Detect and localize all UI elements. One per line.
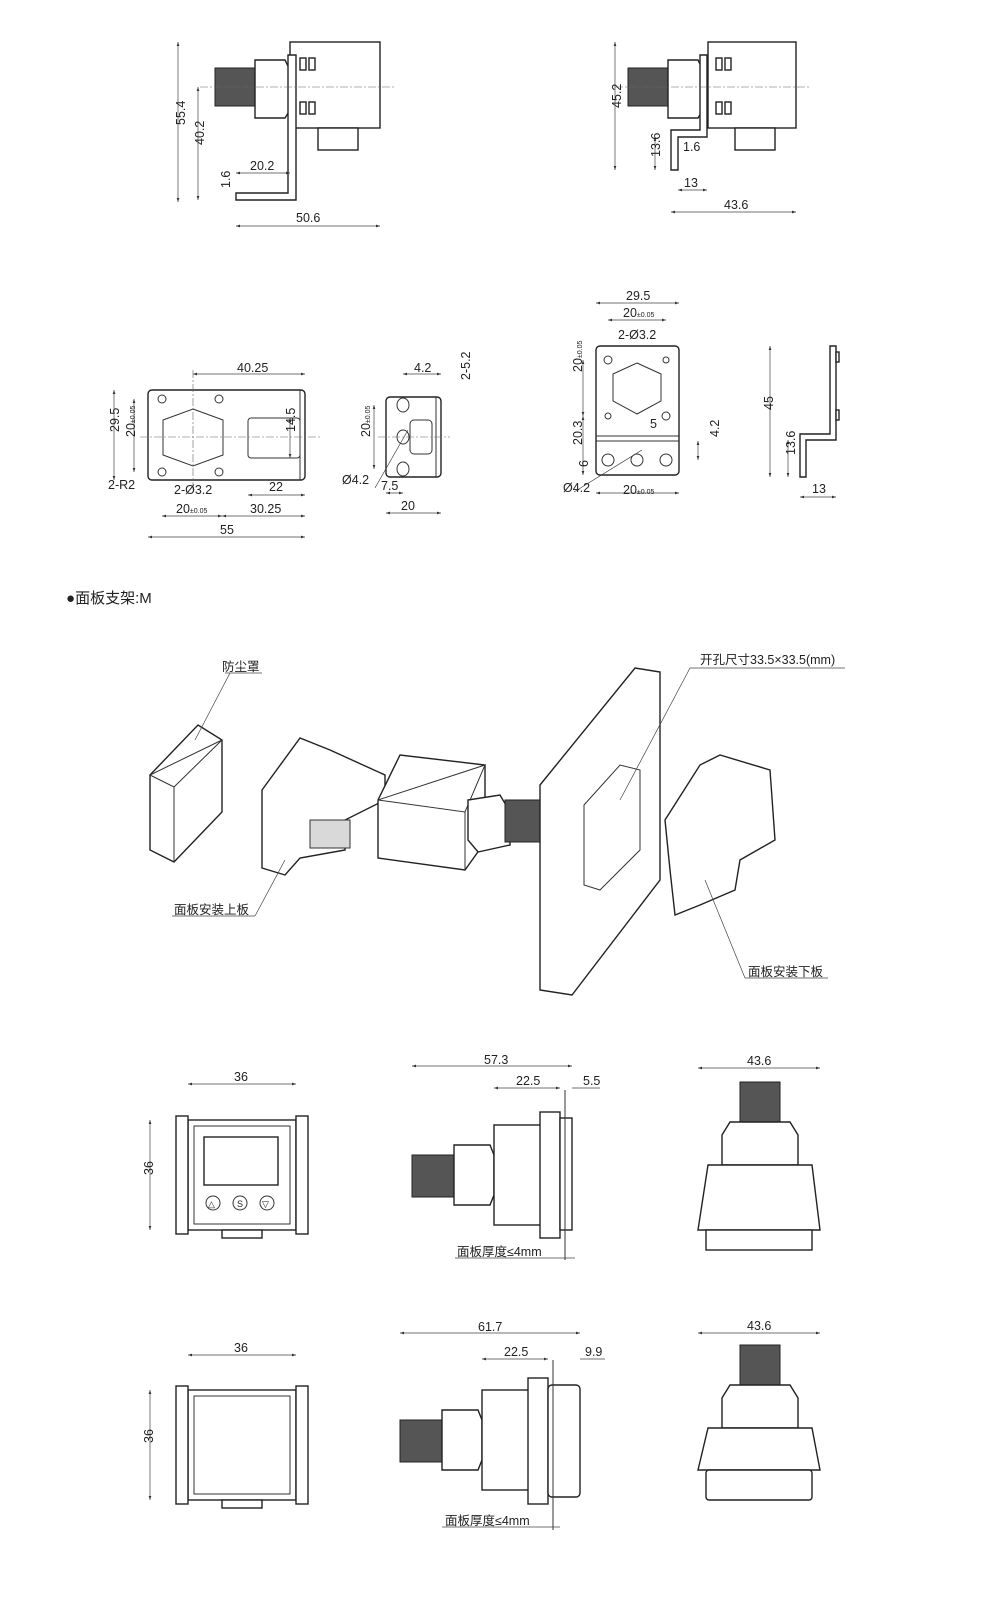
side-view-bracket-l: 55.4 40.2 20.2 1.6 50.6	[174, 41, 395, 228]
dim-20-tol-v: 20±0.05	[571, 341, 585, 372]
label-2-hole-3-2: 2-Ø3.2	[618, 328, 656, 342]
dim-1-6: 1.6	[219, 171, 233, 188]
dim-20-2: 20.2	[250, 159, 274, 173]
dim-30-25: 30.25	[250, 502, 281, 516]
dim-5-5: 5.5	[583, 1074, 600, 1088]
dim-20-tol-h: 20±0.05	[176, 502, 207, 516]
side-view-bracket-z: 45.2 13.6 1.6 13 43.6	[610, 41, 810, 214]
dim-36-w: 36	[234, 1341, 248, 1355]
label-2-hole-3-2: 2-Ø3.2	[174, 483, 212, 497]
dim-20-tol: 20±0.05	[359, 406, 373, 437]
dim-36-h: 36	[142, 1161, 156, 1175]
dim-20: 20	[401, 499, 415, 513]
row2-front-view: 36 36	[142, 1341, 309, 1509]
bracket-side-view: 4.2 2-5.2 20±0.05 Ø4.2 7.5 20	[342, 351, 473, 515]
label-dust-cover: 防尘罩	[222, 659, 260, 674]
dim-20-3: 20.3	[571, 421, 585, 445]
dim-22-5: 22.5	[516, 1074, 540, 1088]
dim-22-5: 22.5	[504, 1345, 528, 1359]
section-title: ●面板支架:M	[66, 589, 152, 607]
dim-1-6: 1.6	[683, 140, 700, 154]
exploded-assembly: 防尘罩 开孔尺寸33.5×33.5(mm) 面板安装上板 面板安装下板	[148, 653, 845, 996]
down-button-icon: ▽	[262, 1199, 269, 1209]
label-upper-plate: 面板安装上板	[174, 902, 250, 917]
label-2-r2: 2-R2	[108, 478, 135, 492]
dim-14-5: 14.5	[284, 408, 298, 432]
label-hole-4-2: Ø4.2	[342, 473, 369, 487]
label-cutout-size: 开孔尺寸33.5×33.5(mm)	[700, 653, 835, 667]
dim-36-w: 36	[234, 1070, 248, 1084]
dim-36-h: 36	[142, 1429, 156, 1443]
up-button-icon: △	[208, 1199, 215, 1209]
dim-61-7: 61.7	[478, 1320, 502, 1334]
row1-side-view: 57.3 22.5 5.5 面板厚度≤4mm	[411, 1053, 600, 1260]
dim-4-2: 4.2	[414, 361, 431, 375]
dim-9-9: 9.9	[585, 1345, 602, 1359]
row1-front-view: △ S ▽ 36 36	[142, 1070, 309, 1239]
label-hole-4-2: Ø4.2	[563, 481, 590, 495]
dim-13: 13	[812, 482, 826, 496]
dim-13-6: 13.6	[649, 133, 663, 157]
dim-43-6: 43.6	[747, 1319, 771, 1333]
dim-20-tol-bottom: 20±0.05	[623, 483, 654, 497]
dim-7-5: 7.5	[381, 479, 398, 493]
dim-6: 6	[577, 460, 591, 467]
bracket-front-view: 40.25 29.5 20±0.05 14.5 2-R2 2-Ø3.2 22 2…	[108, 361, 320, 539]
dim-43-6: 43.6	[747, 1054, 771, 1068]
set-button-icon: S	[237, 1199, 243, 1209]
label-panel-thickness: 面板厚度≤4mm	[457, 1244, 542, 1259]
dim-45: 45	[762, 396, 776, 410]
dim-5: 5	[650, 417, 657, 431]
label-panel-thickness: 面板厚度≤4mm	[445, 1513, 530, 1528]
bracket-z-front-view: 29.5 20±0.05 2-Ø3.2 20±0.05 5 20.3 4.2 6…	[563, 289, 722, 497]
dim-50-6: 50.6	[296, 211, 320, 225]
dim-20-tol: 20±0.05	[124, 406, 138, 437]
dim-29-5: 29.5	[626, 289, 650, 303]
dim-22: 22	[269, 480, 283, 494]
dim-40-25: 40.25	[237, 361, 268, 375]
dim-55-4: 55.4	[174, 101, 188, 125]
bracket-z-profile-view: 45 13.6 13	[762, 345, 840, 499]
row2-top-view: 43.6	[697, 1319, 821, 1501]
dim-40-2: 40.2	[193, 121, 207, 145]
dim-2-5-2: 2-5.2	[459, 351, 473, 380]
dim-4-2: 4.2	[708, 420, 722, 437]
dim-45-2: 45.2	[610, 84, 624, 108]
dim-57-3: 57.3	[484, 1053, 508, 1067]
dim-55: 55	[220, 523, 234, 537]
dim-13-6: 13.6	[784, 431, 798, 455]
row1-top-view: 43.6	[697, 1054, 821, 1251]
row2-side-view: 61.7 22.5 9.9 面板厚度≤4mm	[399, 1320, 605, 1530]
dim-13: 13	[684, 176, 698, 190]
dim-29-5: 29.5	[108, 408, 122, 432]
label-lower-plate: 面板安装下板	[748, 964, 824, 979]
dim-20-tol-top: 20±0.05	[623, 306, 654, 320]
dim-43-6: 43.6	[724, 198, 748, 212]
